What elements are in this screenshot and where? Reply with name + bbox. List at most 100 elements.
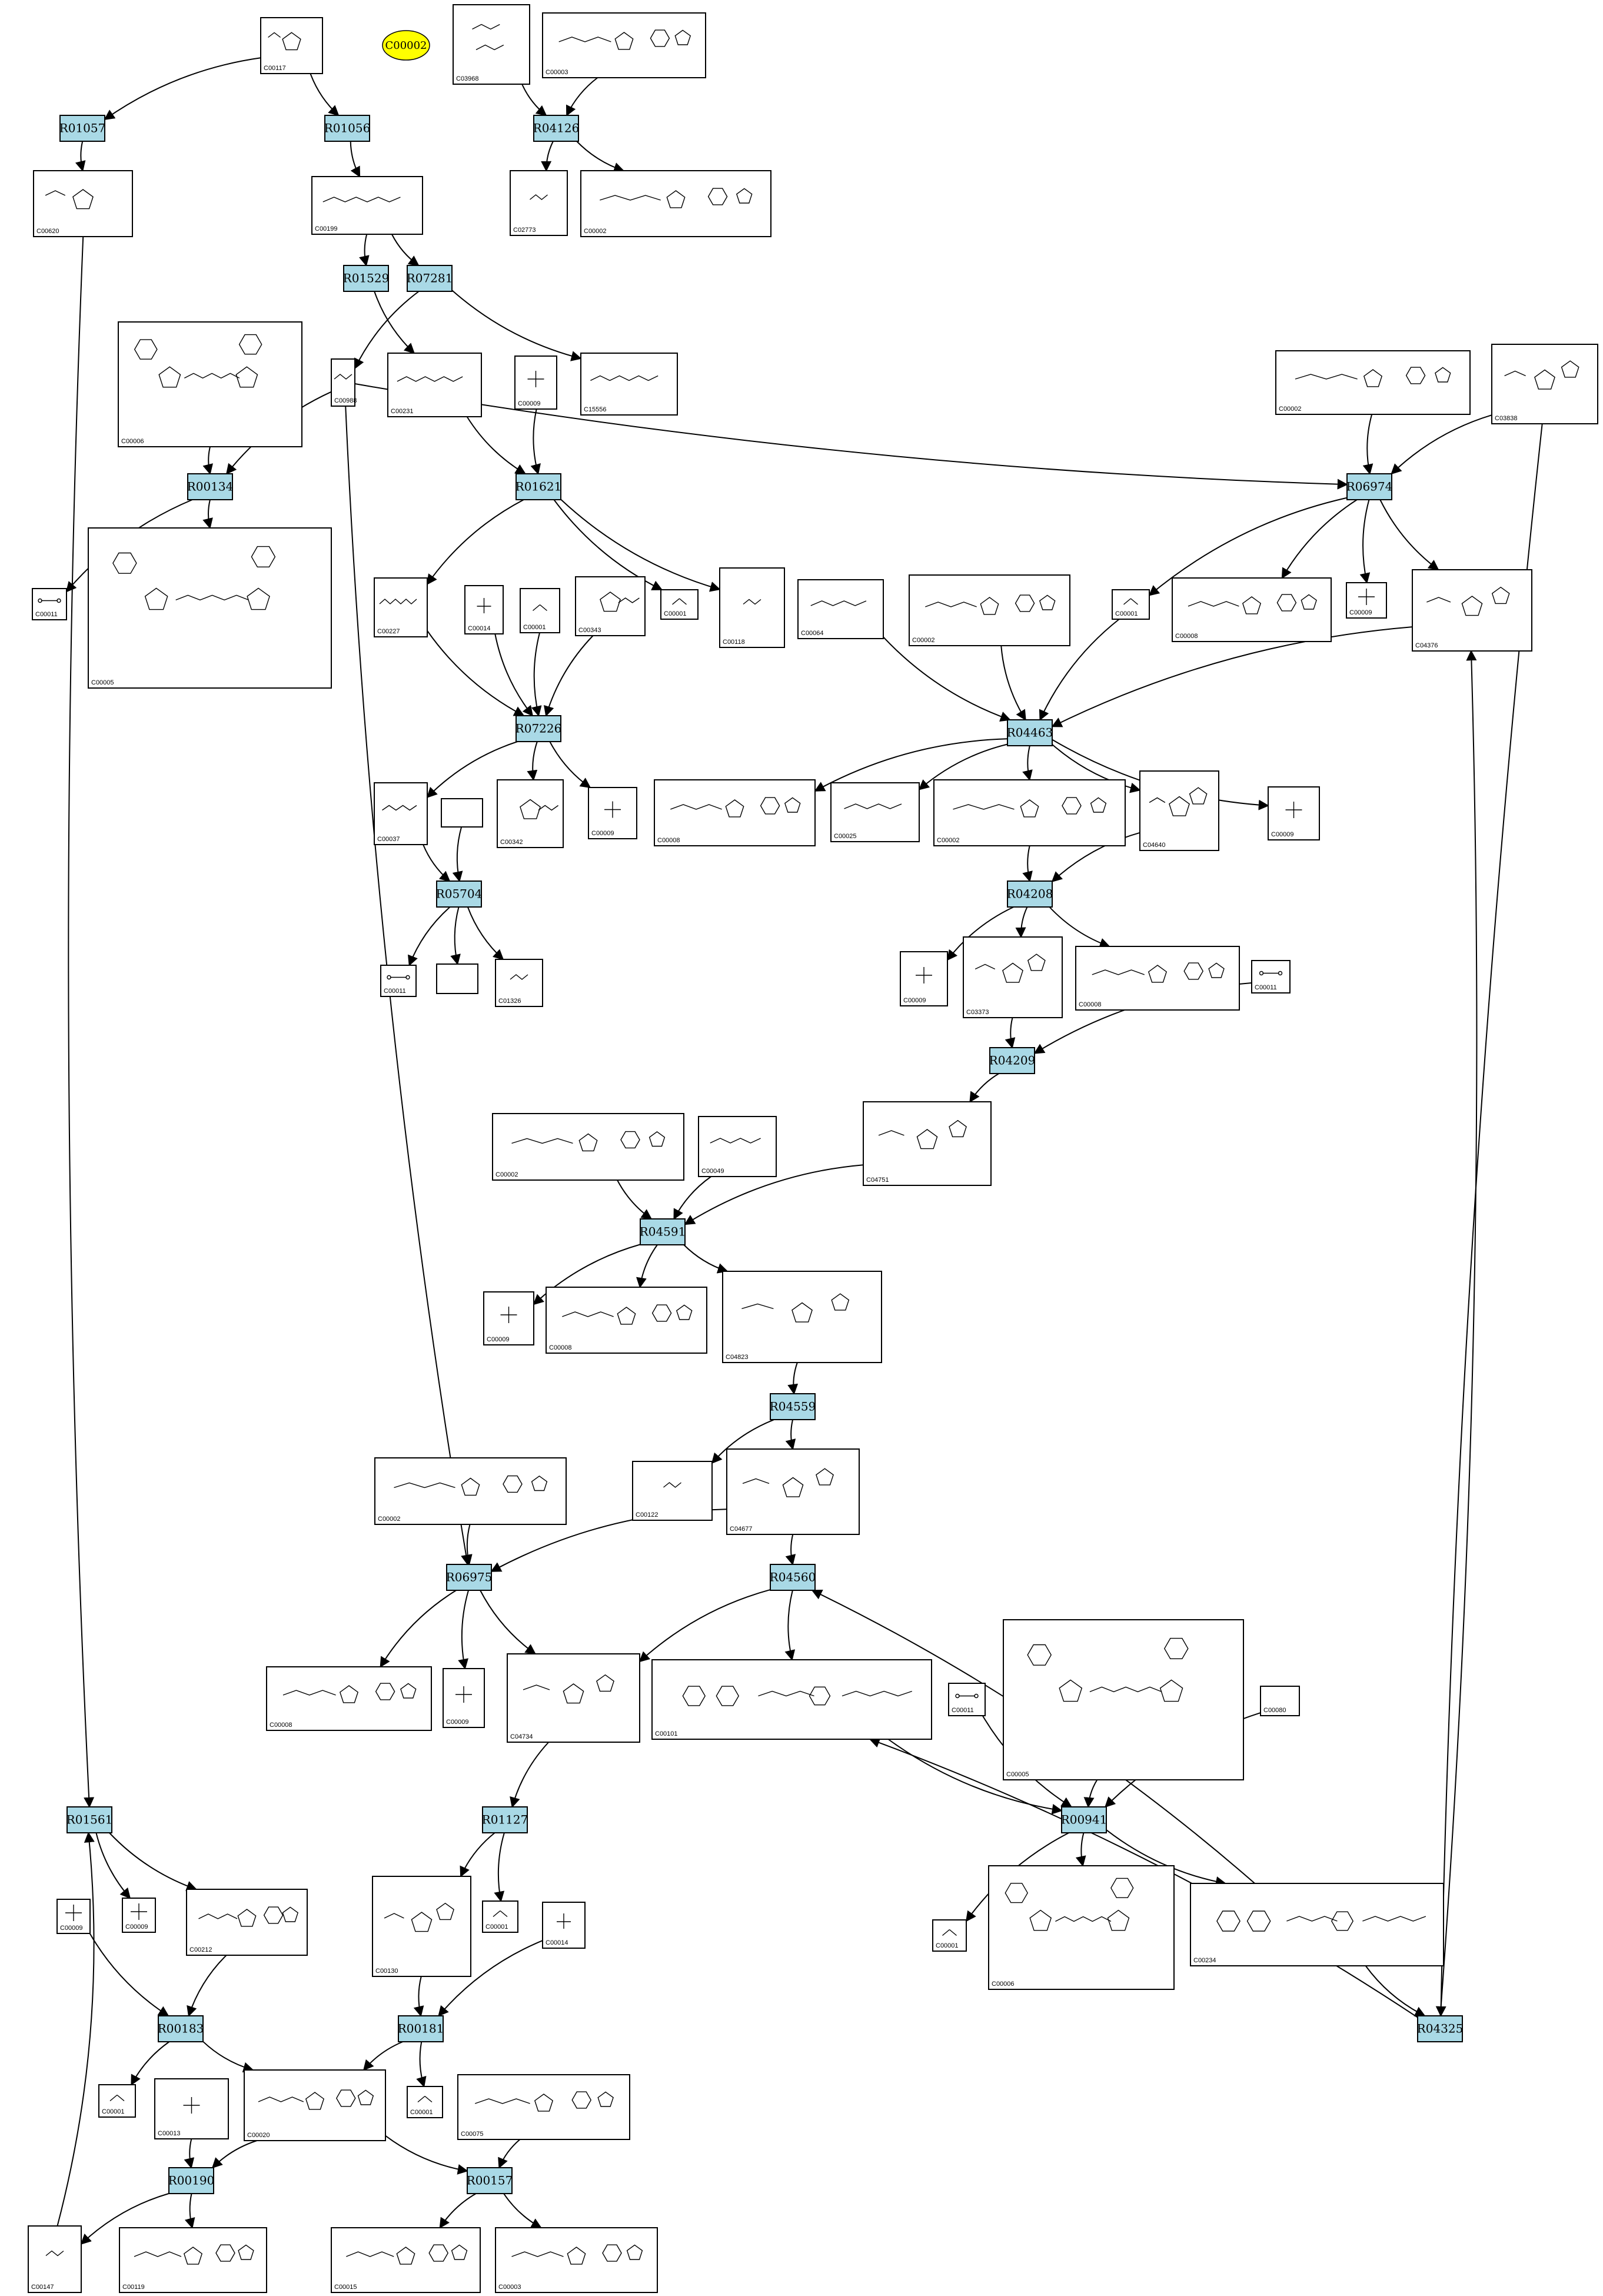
compound-C00011[interactable]: C00011 (948, 1683, 986, 1716)
compound-C00037[interactable]: C00037 (374, 782, 428, 845)
compound-C00122[interactable]: C00122 (632, 1461, 713, 1521)
reaction-R04591[interactable]: R04591 (640, 1218, 686, 1245)
compound-C04376[interactable]: C04376 (1412, 569, 1532, 652)
compound-C00075[interactable]: C00075 (457, 2074, 630, 2140)
reaction-R01561[interactable]: R01561 (66, 1806, 113, 1833)
compound-C00014[interactable]: C00014 (464, 585, 504, 634)
compound-C00009[interactable]: C00009 (56, 1899, 91, 1934)
reaction-R04126[interactable]: R04126 (533, 115, 580, 142)
compound-C00008[interactable]: C00008 (266, 1666, 432, 1731)
reaction-R07226[interactable]: R07226 (516, 715, 562, 742)
compound-C00147[interactable]: C00147 (28, 2225, 82, 2293)
reaction-R01621[interactable]: R01621 (516, 473, 562, 500)
compound-C00001[interactable]: C00001 (660, 589, 699, 620)
compound-C00014[interactable]: C00014 (542, 1902, 586, 1949)
compound-C00009[interactable]: C00009 (443, 1668, 485, 1728)
compound-C00231[interactable]: C00231 (387, 353, 482, 417)
compound-C00009[interactable]: C00009 (514, 355, 557, 410)
reaction-R00134[interactable]: R00134 (187, 473, 234, 500)
reaction-R00181[interactable]: R00181 (398, 2015, 444, 2042)
compound-C03968[interactable]: C03968 (453, 4, 530, 85)
compound-C04677[interactable]: C04677 (726, 1448, 860, 1535)
compound-C00011[interactable]: C00011 (32, 588, 67, 620)
compound-C00008[interactable]: C00008 (1075, 946, 1240, 1011)
compound-empty[interactable] (441, 798, 483, 828)
reaction-R04559[interactable]: R04559 (770, 1393, 816, 1420)
compound-C00002[interactable]: C00002 (492, 1113, 684, 1181)
compound-C00002[interactable]: C00002 (580, 170, 771, 237)
compound-C03373[interactable]: C03373 (963, 936, 1063, 1018)
compound-C00008[interactable]: C00008 (546, 1287, 707, 1354)
reaction-R04209[interactable]: R04209 (989, 1047, 1036, 1074)
compound-C00025[interactable]: C00025 (830, 782, 920, 842)
compound-C04823[interactable]: C04823 (722, 1271, 882, 1363)
compound-C00011[interactable]: C00011 (1251, 960, 1291, 994)
reaction-R04325[interactable]: R04325 (1417, 2015, 1464, 2042)
reaction-R00190[interactable]: R00190 (168, 2167, 215, 2194)
compound-C00001[interactable]: C00001 (482, 1900, 518, 1933)
compound-C00001[interactable]: C00001 (520, 588, 560, 633)
compound-C00620[interactable]: C00620 (33, 170, 133, 237)
reaction-R01056[interactable]: R01056 (324, 115, 371, 142)
compound-C00015[interactable]: C00015 (331, 2227, 481, 2293)
compound-C00009[interactable]: C00009 (122, 1898, 156, 1933)
reaction-R00183[interactable]: R00183 (158, 2015, 204, 2042)
reaction-R06974[interactable]: R06974 (1346, 473, 1393, 500)
reaction-R01529[interactable]: R01529 (343, 265, 390, 292)
compound-C00101[interactable]: C00101 (651, 1659, 932, 1740)
compound-C00119[interactable]: C00119 (119, 2227, 267, 2293)
compound-C01326[interactable]: C01326 (495, 959, 543, 1007)
compound-C00343[interactable]: C00343 (575, 576, 646, 636)
compound-C02773[interactable]: C02773 (510, 170, 568, 236)
compound-C00117[interactable]: C00117 (260, 17, 323, 74)
reaction-R07281[interactable]: R07281 (407, 265, 453, 292)
compound-C00009[interactable]: C00009 (1268, 786, 1320, 840)
compound-C04751[interactable]: C04751 (863, 1101, 992, 1186)
highlighted-compound[interactable]: C00002 (382, 30, 430, 61)
compound-C00118[interactable]: C00118 (719, 567, 785, 648)
compound-C00009[interactable]: C00009 (900, 951, 948, 1006)
compound-C00130[interactable]: C00130 (372, 1876, 471, 1977)
compound-C00064[interactable]: C00064 (797, 579, 884, 639)
compound-C00002[interactable]: C00002 (374, 1457, 567, 1525)
compound-C00005[interactable]: C00005 (1003, 1619, 1244, 1780)
compound-C00199[interactable]: C00199 (311, 176, 423, 235)
compound-C00003[interactable]: C00003 (542, 12, 706, 78)
compound-C00988[interactable]: C00988 (331, 358, 357, 407)
compound-C00234[interactable]: C00234 (1190, 1883, 1444, 1966)
compound-C00008[interactable]: C00008 (654, 779, 816, 846)
compound-empty[interactable] (436, 963, 478, 994)
compound-C00006[interactable]: C00006 (988, 1865, 1175, 1990)
compound-C00342[interactable]: C00342 (497, 779, 564, 848)
reaction-R05704[interactable]: R05704 (436, 880, 483, 908)
reaction-R01127[interactable]: R01127 (482, 1806, 528, 1833)
compound-C00005[interactable]: C00005 (88, 527, 332, 689)
compound-C00049[interactable]: C00049 (698, 1116, 777, 1177)
reaction-R01057[interactable]: R01057 (59, 115, 106, 142)
compound-C00080[interactable]: C00080 (1260, 1686, 1300, 1716)
compound-C00009[interactable]: C00009 (483, 1291, 534, 1345)
compound-C00003[interactable]: C00003 (495, 2227, 658, 2293)
compound-C00227[interactable]: C00227 (374, 577, 428, 637)
compound-C03838[interactable]: C03838 (1491, 344, 1598, 424)
reaction-R04560[interactable]: R04560 (770, 1564, 816, 1591)
compound-C00001[interactable]: C00001 (407, 2086, 443, 2118)
compound-C15556[interactable]: C15556 (580, 353, 678, 416)
compound-C00002[interactable]: C00002 (1275, 350, 1471, 415)
reaction-R04463[interactable]: R04463 (1007, 719, 1053, 746)
compound-C04734[interactable]: C04734 (507, 1653, 640, 1743)
reaction-R04208[interactable]: R04208 (1007, 880, 1053, 908)
compound-C00001[interactable]: C00001 (932, 1919, 967, 1952)
compound-C00013[interactable]: C00013 (154, 2078, 229, 2139)
compound-C00001[interactable]: C00001 (1112, 589, 1150, 620)
compound-C00011[interactable]: C00011 (380, 965, 417, 997)
compound-C00001[interactable]: C00001 (98, 2084, 136, 2118)
compound-C00020[interactable]: C00020 (244, 2069, 386, 2141)
compound-C00009[interactable]: C00009 (588, 787, 637, 839)
compound-C00008[interactable]: C00008 (1172, 577, 1332, 642)
compound-C00006[interactable]: C00006 (118, 321, 302, 447)
reaction-R06975[interactable]: R06975 (446, 1564, 493, 1591)
reaction-R00941[interactable]: R00941 (1061, 1806, 1108, 1833)
compound-C00212[interactable]: C00212 (186, 1889, 308, 1956)
compound-C00002[interactable]: C00002 (933, 779, 1126, 846)
